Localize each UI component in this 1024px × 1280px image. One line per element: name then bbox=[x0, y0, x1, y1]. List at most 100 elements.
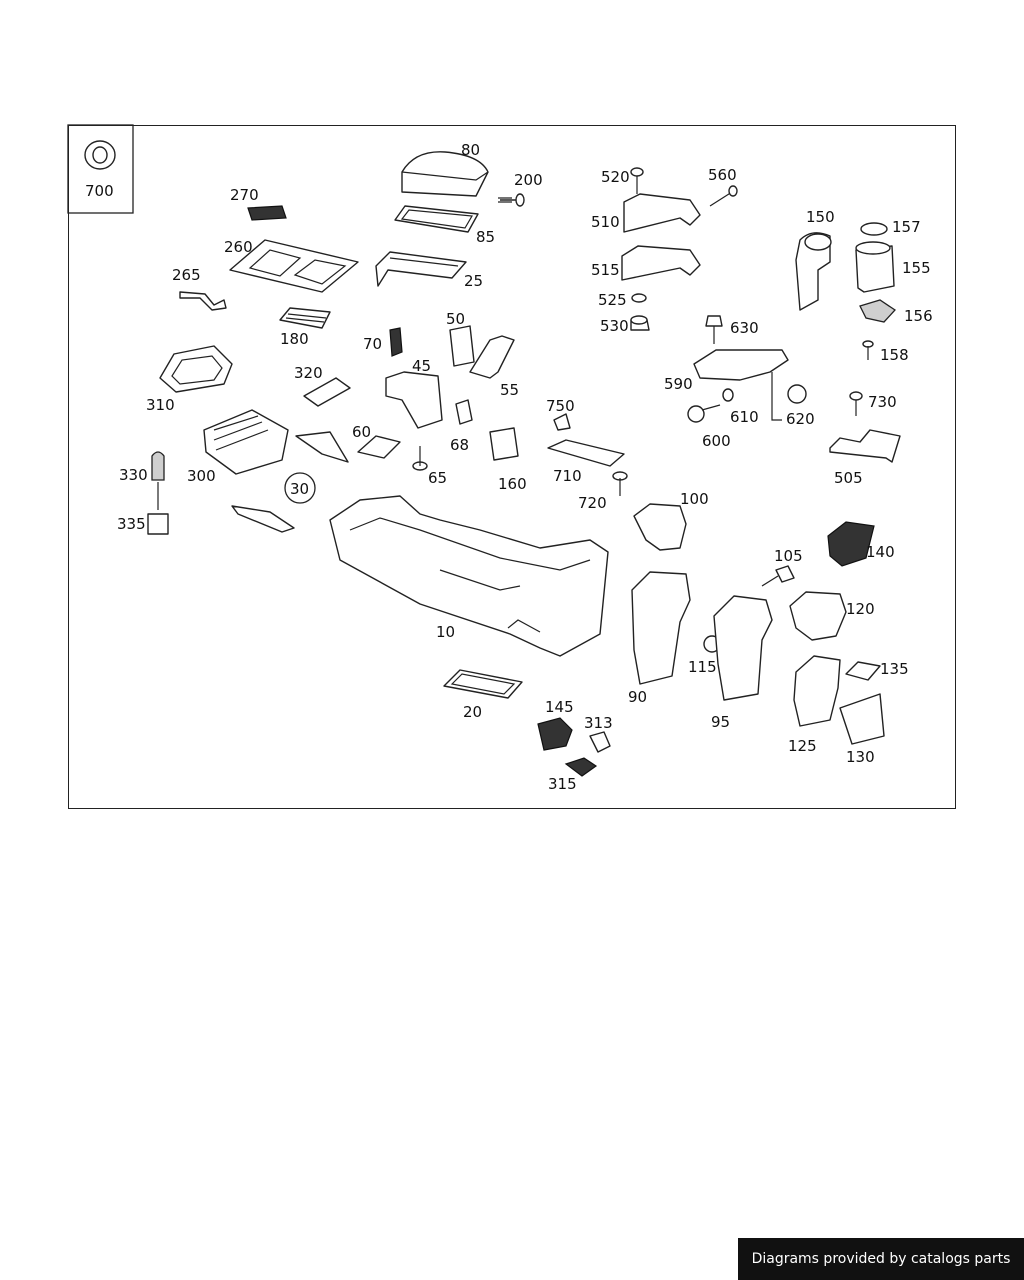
callout-320: 320 bbox=[294, 364, 323, 382]
part-68-clip[interactable] bbox=[455, 399, 473, 425]
part-313-socket[interactable] bbox=[589, 731, 611, 753]
part-600-bolt[interactable] bbox=[687, 404, 721, 423]
callout-125: 125 bbox=[788, 737, 817, 755]
inset-box-700 bbox=[67, 124, 134, 214]
part-20-mat[interactable] bbox=[443, 669, 523, 699]
part-200-screw[interactable] bbox=[498, 193, 525, 207]
part-10-center-console[interactable] bbox=[329, 495, 609, 657]
part-700-grommet[interactable] bbox=[84, 140, 116, 170]
part-260-trim-panel[interactable] bbox=[229, 239, 359, 293]
part-156-clip[interactable] bbox=[859, 299, 896, 323]
part-55-bracket[interactable] bbox=[469, 335, 515, 379]
part-30-callout[interactable] bbox=[231, 431, 349, 533]
callout-157: 157 bbox=[892, 218, 921, 236]
part-50-flap[interactable] bbox=[449, 325, 475, 367]
part-25-frame[interactable] bbox=[375, 251, 467, 287]
part-310-frame[interactable] bbox=[159, 345, 233, 393]
part-140-vent[interactable] bbox=[827, 521, 875, 567]
callout-labels: 700 80 200 85 270 260 265 25 180 520 560… bbox=[85, 141, 933, 793]
part-150-cupholder-housing[interactable] bbox=[795, 232, 832, 311]
diagram-frame bbox=[68, 125, 956, 809]
callout-200: 200 bbox=[514, 171, 543, 189]
part-315-socket[interactable] bbox=[564, 757, 598, 777]
part-90-side-panel[interactable] bbox=[631, 571, 691, 685]
callout-610: 610 bbox=[730, 408, 759, 426]
callout-710: 710 bbox=[553, 467, 582, 485]
callout-700: 700 bbox=[85, 182, 114, 200]
part-320-trim[interactable] bbox=[303, 377, 351, 407]
callout-130: 130 bbox=[846, 748, 875, 766]
part-60-pad[interactable] bbox=[357, 435, 401, 459]
callout-150: 150 bbox=[806, 208, 835, 226]
callout-156: 156 bbox=[904, 307, 933, 325]
part-300-vent-housing[interactable] bbox=[203, 409, 289, 475]
part-590-bracket[interactable] bbox=[693, 349, 789, 381]
part-95-side-panel[interactable] bbox=[713, 595, 773, 701]
part-70-clip[interactable] bbox=[389, 327, 403, 357]
part-158-screw[interactable] bbox=[862, 340, 874, 360]
callout-115: 115 bbox=[688, 658, 717, 676]
callout-80: 80 bbox=[461, 141, 480, 159]
callout-10: 10 bbox=[436, 623, 455, 641]
part-530-nut[interactable] bbox=[630, 315, 650, 331]
callout-155: 155 bbox=[902, 259, 931, 277]
part-560-screw[interactable] bbox=[709, 185, 738, 207]
part-135-ring[interactable] bbox=[845, 661, 881, 681]
callout-600: 600 bbox=[702, 432, 731, 450]
part-720-screw[interactable] bbox=[612, 471, 628, 496]
part-160-insert[interactable] bbox=[489, 427, 519, 461]
part-85-tray[interactable] bbox=[394, 205, 479, 233]
part-505-bracket[interactable] bbox=[829, 429, 901, 463]
callout-140: 140 bbox=[866, 543, 895, 561]
part-155-insert[interactable] bbox=[855, 241, 895, 293]
part-157-ring[interactable] bbox=[860, 222, 888, 236]
part-330-connector[interactable] bbox=[151, 451, 165, 510]
callout-520: 520 bbox=[601, 168, 630, 186]
callout-335: 335 bbox=[117, 515, 146, 533]
part-145-socket[interactable] bbox=[537, 717, 573, 751]
part-100-cup[interactable] bbox=[633, 503, 687, 551]
part-610-washer[interactable] bbox=[722, 388, 734, 402]
part-515-cover[interactable] bbox=[621, 245, 701, 281]
part-65-screw[interactable] bbox=[412, 446, 428, 471]
part-730-screw[interactable] bbox=[849, 391, 863, 416]
part-80-armrest-lid[interactable] bbox=[401, 151, 489, 197]
part-125-side-panel[interactable] bbox=[793, 655, 841, 727]
part-130-cover[interactable] bbox=[839, 693, 885, 745]
part-45-bracket[interactable] bbox=[385, 371, 443, 429]
part-120-cup[interactable] bbox=[789, 591, 847, 641]
callout-70: 70 bbox=[363, 335, 382, 353]
part-750-clip[interactable] bbox=[553, 413, 571, 431]
callout-145: 145 bbox=[545, 698, 574, 716]
part-510-cover[interactable] bbox=[623, 193, 701, 233]
callout-505: 505 bbox=[834, 469, 863, 487]
part-630-bolt[interactable] bbox=[705, 315, 723, 344]
part-525-washer[interactable] bbox=[631, 293, 647, 303]
part-335-plug[interactable] bbox=[147, 513, 169, 535]
callout-590: 590 bbox=[664, 375, 693, 393]
part-710-plate[interactable] bbox=[547, 439, 625, 467]
callout-30: 30 bbox=[290, 480, 309, 498]
callout-270: 270 bbox=[230, 186, 259, 204]
callout-630: 630 bbox=[730, 319, 759, 337]
callout-260: 260 bbox=[224, 238, 253, 256]
callout-265: 265 bbox=[172, 266, 201, 284]
callout-510: 510 bbox=[591, 213, 620, 231]
part-520-screw[interactable] bbox=[630, 167, 644, 194]
callout-50: 50 bbox=[446, 310, 465, 328]
callout-105: 105 bbox=[774, 547, 803, 565]
callout-65: 65 bbox=[428, 469, 447, 487]
callout-310: 310 bbox=[146, 396, 175, 414]
callout-560: 560 bbox=[708, 166, 737, 184]
callout-180: 180 bbox=[280, 330, 309, 348]
callout-20: 20 bbox=[463, 703, 482, 721]
part-265-bracket[interactable] bbox=[179, 291, 227, 311]
part-180-mat[interactable] bbox=[279, 307, 331, 329]
part-105-bolt[interactable] bbox=[761, 565, 795, 587]
part-270-switch[interactable] bbox=[247, 205, 287, 221]
part-620-grommet[interactable] bbox=[771, 372, 807, 421]
callout-158: 158 bbox=[880, 346, 909, 364]
callout-25: 25 bbox=[464, 272, 483, 290]
callout-750: 750 bbox=[546, 397, 575, 415]
